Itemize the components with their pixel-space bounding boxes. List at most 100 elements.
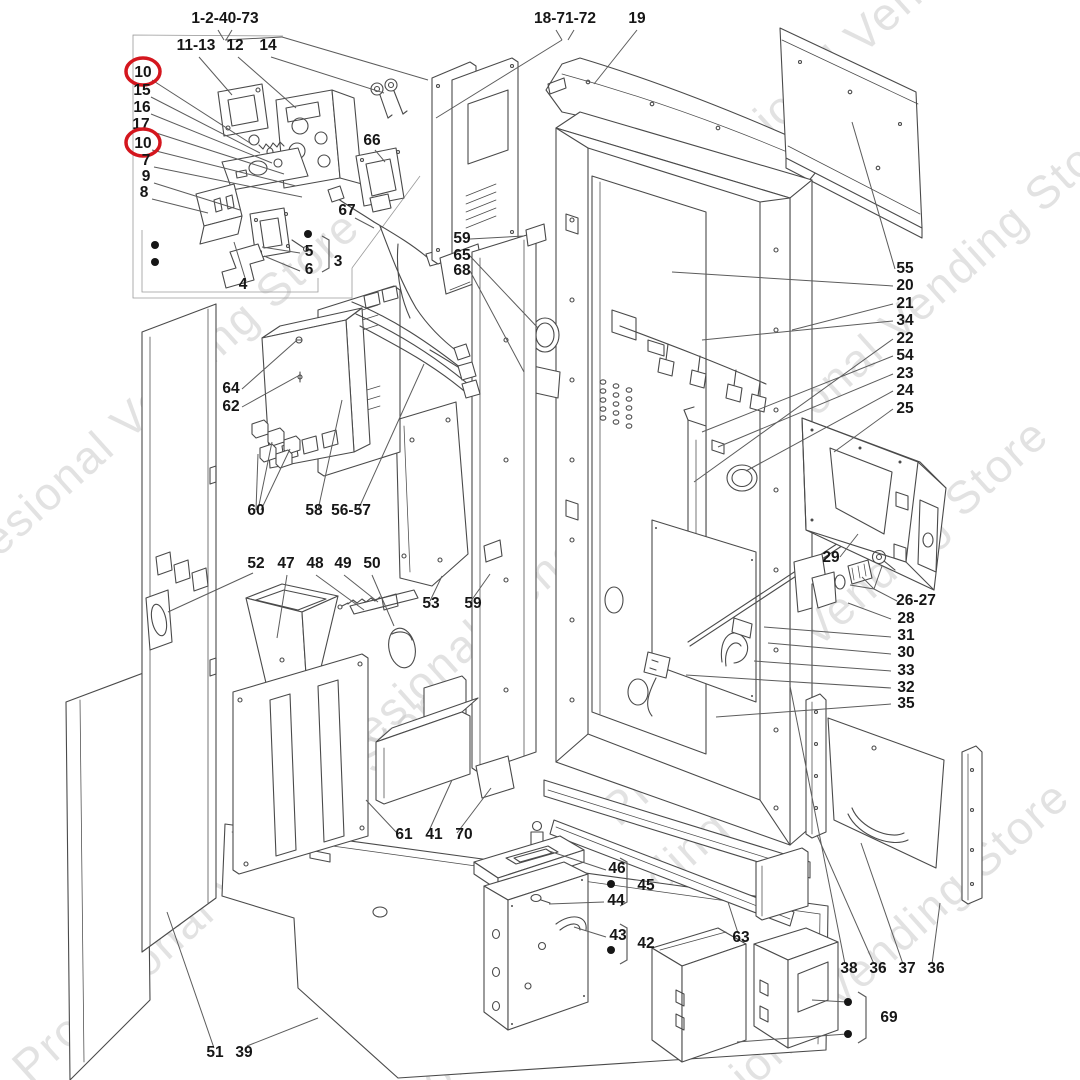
leader-line bbox=[567, 29, 575, 41]
part-label-6: 6 bbox=[305, 261, 314, 278]
leader-line bbox=[270, 56, 385, 94]
part-label-32: 32 bbox=[897, 679, 914, 696]
leader-line bbox=[276, 574, 288, 639]
door-harness bbox=[619, 325, 767, 385]
delivery-door-frame bbox=[687, 417, 947, 647]
leader-line bbox=[469, 235, 525, 240]
leader-line bbox=[237, 56, 297, 109]
part-label-21: 21 bbox=[896, 295, 914, 312]
rear-door-panel-group bbox=[755, 693, 983, 921]
main-door-frame bbox=[543, 111, 813, 879]
leader-line bbox=[745, 390, 894, 472]
leader-line bbox=[151, 198, 209, 214]
part-label-19: 19 bbox=[628, 10, 646, 27]
part-label-10: 10 bbox=[134, 135, 151, 152]
part-label-59: 59 bbox=[464, 595, 482, 612]
connector-cluster bbox=[251, 419, 301, 469]
leader-line bbox=[225, 29, 233, 41]
part-label-45: 45 bbox=[637, 877, 655, 894]
door-handle-recess bbox=[145, 589, 173, 651]
part-label-51: 51 bbox=[206, 1044, 224, 1061]
leader-line bbox=[224, 36, 283, 41]
latch-plate bbox=[483, 539, 503, 563]
leader-line bbox=[241, 340, 297, 390]
leader-line bbox=[217, 29, 225, 41]
part-label-30: 30 bbox=[897, 644, 914, 661]
leader-line bbox=[469, 270, 525, 373]
leader-line bbox=[317, 399, 343, 511]
bullet-dot bbox=[844, 998, 852, 1006]
bullet-dot bbox=[151, 241, 159, 249]
part-label-24: 24 bbox=[896, 382, 914, 399]
leader-line bbox=[789, 685, 846, 965]
part-label-53: 53 bbox=[422, 595, 440, 612]
leader-line bbox=[470, 573, 491, 602]
leader-line bbox=[847, 602, 892, 620]
part-label-60: 60 bbox=[247, 502, 264, 519]
part-label-50: 50 bbox=[363, 555, 380, 572]
leader-line bbox=[717, 373, 894, 448]
leader-line bbox=[555, 29, 563, 41]
leader-line bbox=[255, 453, 259, 511]
part-label-26-27: 26-27 bbox=[896, 592, 936, 609]
leader-line bbox=[860, 842, 904, 965]
left-side-panel bbox=[65, 303, 217, 1080]
part-label-25: 25 bbox=[896, 400, 914, 417]
leader-line bbox=[153, 166, 303, 198]
leader-line bbox=[811, 999, 848, 1003]
leader-line bbox=[261, 246, 301, 254]
part-label-44: 44 bbox=[607, 892, 625, 909]
bullet-dots-layer bbox=[151, 230, 852, 1038]
part-label-10: 10 bbox=[134, 64, 151, 81]
leader-line bbox=[371, 574, 395, 627]
coin-entry-plate bbox=[221, 147, 309, 191]
upper-rear-panel bbox=[779, 27, 923, 239]
part-label-54: 54 bbox=[896, 347, 914, 364]
leader-line bbox=[429, 575, 443, 602]
label-bracket bbox=[321, 235, 330, 273]
service-door-panel bbox=[827, 717, 945, 869]
part-label-48: 48 bbox=[306, 555, 324, 572]
leader-line bbox=[701, 320, 894, 341]
part-label-62: 62 bbox=[222, 398, 239, 415]
part-label-42: 42 bbox=[637, 935, 654, 952]
part-label-36: 36 bbox=[927, 960, 945, 977]
lower-brackets bbox=[232, 653, 479, 875]
part-label-56-57: 56-57 bbox=[331, 502, 371, 519]
leader-line bbox=[791, 303, 894, 331]
bottom-rail bbox=[549, 819, 795, 927]
part-label-12: 12 bbox=[226, 37, 243, 54]
part-label-70: 70 bbox=[455, 826, 472, 843]
leader-line bbox=[849, 584, 875, 590]
part-label-39: 39 bbox=[235, 1044, 253, 1061]
part-label-37: 37 bbox=[898, 960, 915, 977]
highlight-circle bbox=[124, 127, 162, 158]
leader-line bbox=[374, 149, 386, 163]
part-label-69: 69 bbox=[880, 1009, 898, 1026]
leader-line bbox=[456, 787, 492, 834]
part-label-52: 52 bbox=[247, 555, 264, 572]
bullet-dot bbox=[607, 880, 615, 888]
leader-line bbox=[763, 626, 892, 638]
leader-line bbox=[343, 574, 379, 603]
leader-line bbox=[365, 799, 398, 834]
part-label-38: 38 bbox=[840, 960, 858, 977]
part-label-35: 35 bbox=[897, 695, 915, 712]
part-label-1-2-40-73: 1-2-40-73 bbox=[191, 10, 259, 27]
part-label-66: 66 bbox=[363, 132, 381, 149]
cash-box-assembly bbox=[473, 820, 589, 1031]
part-label-31: 31 bbox=[897, 627, 915, 644]
leader-line bbox=[593, 29, 638, 85]
part-label-29: 29 bbox=[822, 549, 840, 566]
leader-line bbox=[246, 1017, 319, 1047]
highlight-circle bbox=[124, 56, 162, 87]
part-label-8: 8 bbox=[140, 184, 149, 201]
leader-line bbox=[685, 674, 892, 689]
leader-line bbox=[151, 149, 297, 187]
leader-line bbox=[354, 217, 375, 229]
leader-line bbox=[357, 363, 425, 511]
leader-line bbox=[260, 448, 291, 511]
latch-plate bbox=[525, 223, 547, 247]
part-label-16: 16 bbox=[133, 99, 151, 116]
leader-line bbox=[435, 39, 563, 119]
